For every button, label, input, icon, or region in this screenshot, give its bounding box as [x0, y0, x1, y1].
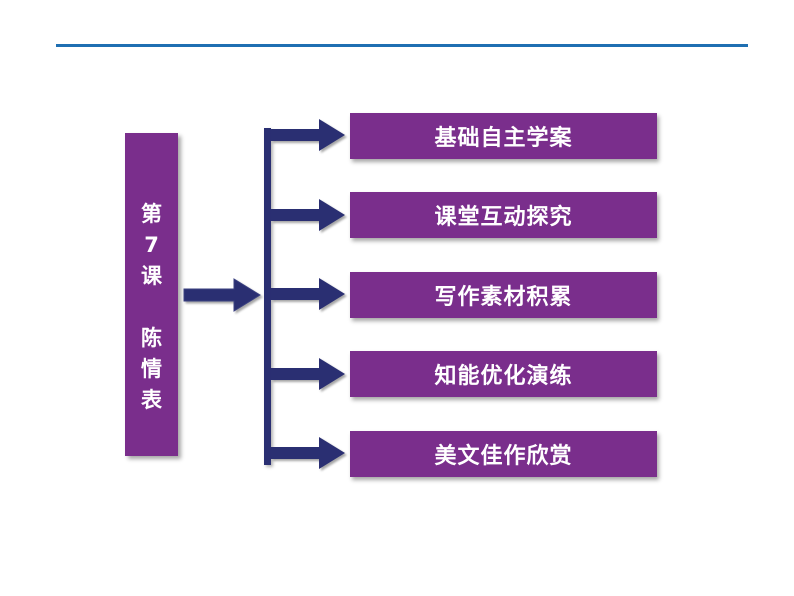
menu-item-basic-study[interactable]: 基础自主学案: [350, 113, 657, 159]
menu-item-classroom-inquiry[interactable]: 课堂互动探究: [350, 192, 657, 238]
lesson-title-text: 第 7 课 陈 情 表: [141, 202, 162, 412]
branch-arrow-5: [271, 435, 345, 471]
menu-item-label: 课堂互动探究: [434, 205, 573, 230]
menu-item-label: 基础自主学案: [434, 126, 573, 151]
menu-item-label: 写作素材积累: [434, 285, 573, 310]
bracket-line: [264, 128, 271, 465]
menu-item-practice[interactable]: 知能优化演练: [350, 351, 657, 397]
lesson-title-box: 第 7 课 陈 情 表: [125, 133, 178, 456]
menu-item-label: 知能优化演练: [434, 364, 573, 389]
branch-arrow-4: [271, 356, 345, 392]
branch-arrow-3: [271, 276, 345, 312]
menu-item-essay-appreciation[interactable]: 美文佳作欣赏: [350, 431, 657, 477]
main-arrow: [183, 277, 261, 313]
branch-arrow-1: [271, 117, 345, 153]
branch-arrow-2: [271, 197, 345, 233]
menu-item-label: 美文佳作欣赏: [434, 444, 573, 469]
top-divider-line: [56, 44, 748, 47]
menu-item-writing-material[interactable]: 写作素材积累: [350, 272, 657, 318]
